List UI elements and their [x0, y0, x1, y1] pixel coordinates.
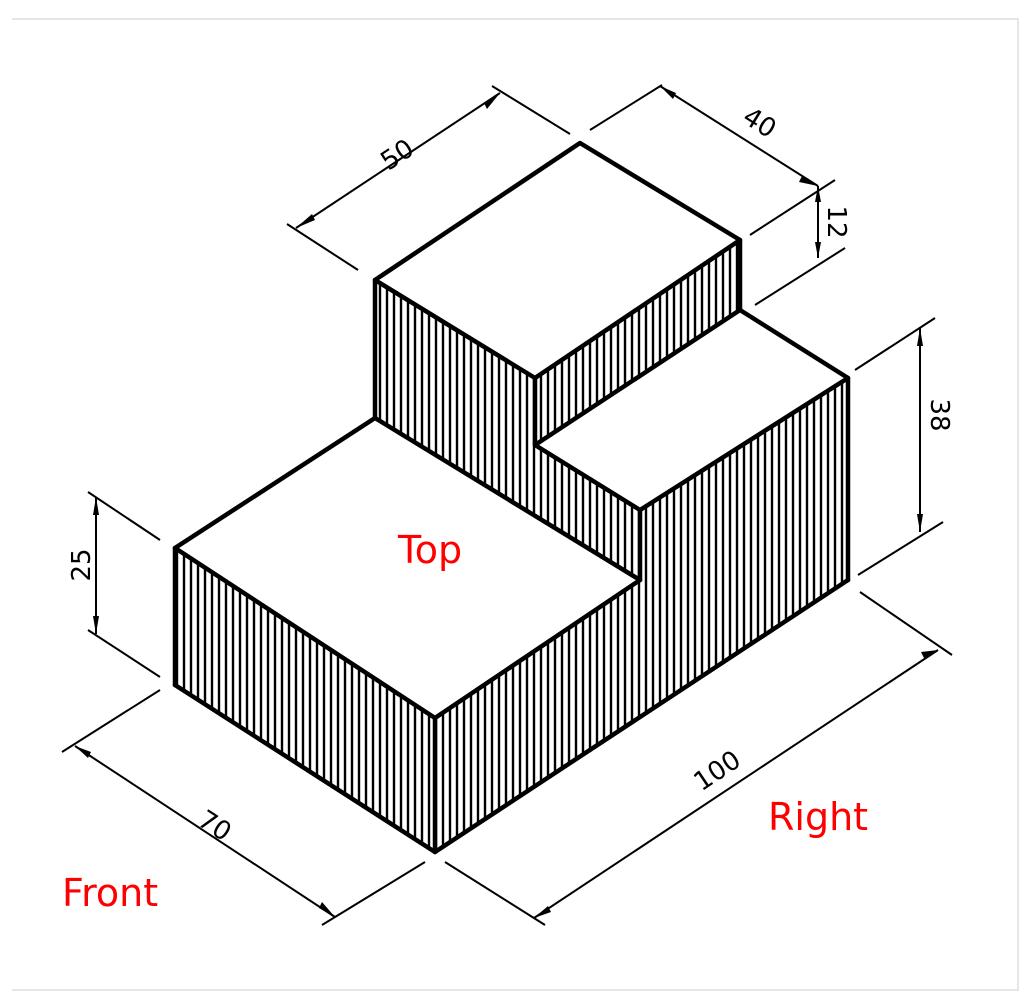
dimension-arrowheads [75, 86, 938, 918]
base-front-face [175, 548, 435, 852]
view-label-right: Right [768, 795, 868, 839]
view-label-top: Top [397, 528, 462, 572]
dim-25-label: 25 [67, 548, 97, 581]
upper-front-face [375, 280, 640, 580]
view-label-front: Front [62, 871, 158, 915]
outline-edges [172, 140, 851, 855]
base-right-face [435, 378, 848, 852]
dim-70-label: 70 [192, 805, 236, 848]
dim-100-label: 100 [689, 745, 747, 798]
hatched-faces [175, 240, 848, 852]
upper-step-face [535, 240, 740, 445]
dim-12-label: 12 [821, 205, 851, 238]
dim-38-label: 38 [924, 398, 954, 431]
figure-frame [12, 18, 1019, 991]
